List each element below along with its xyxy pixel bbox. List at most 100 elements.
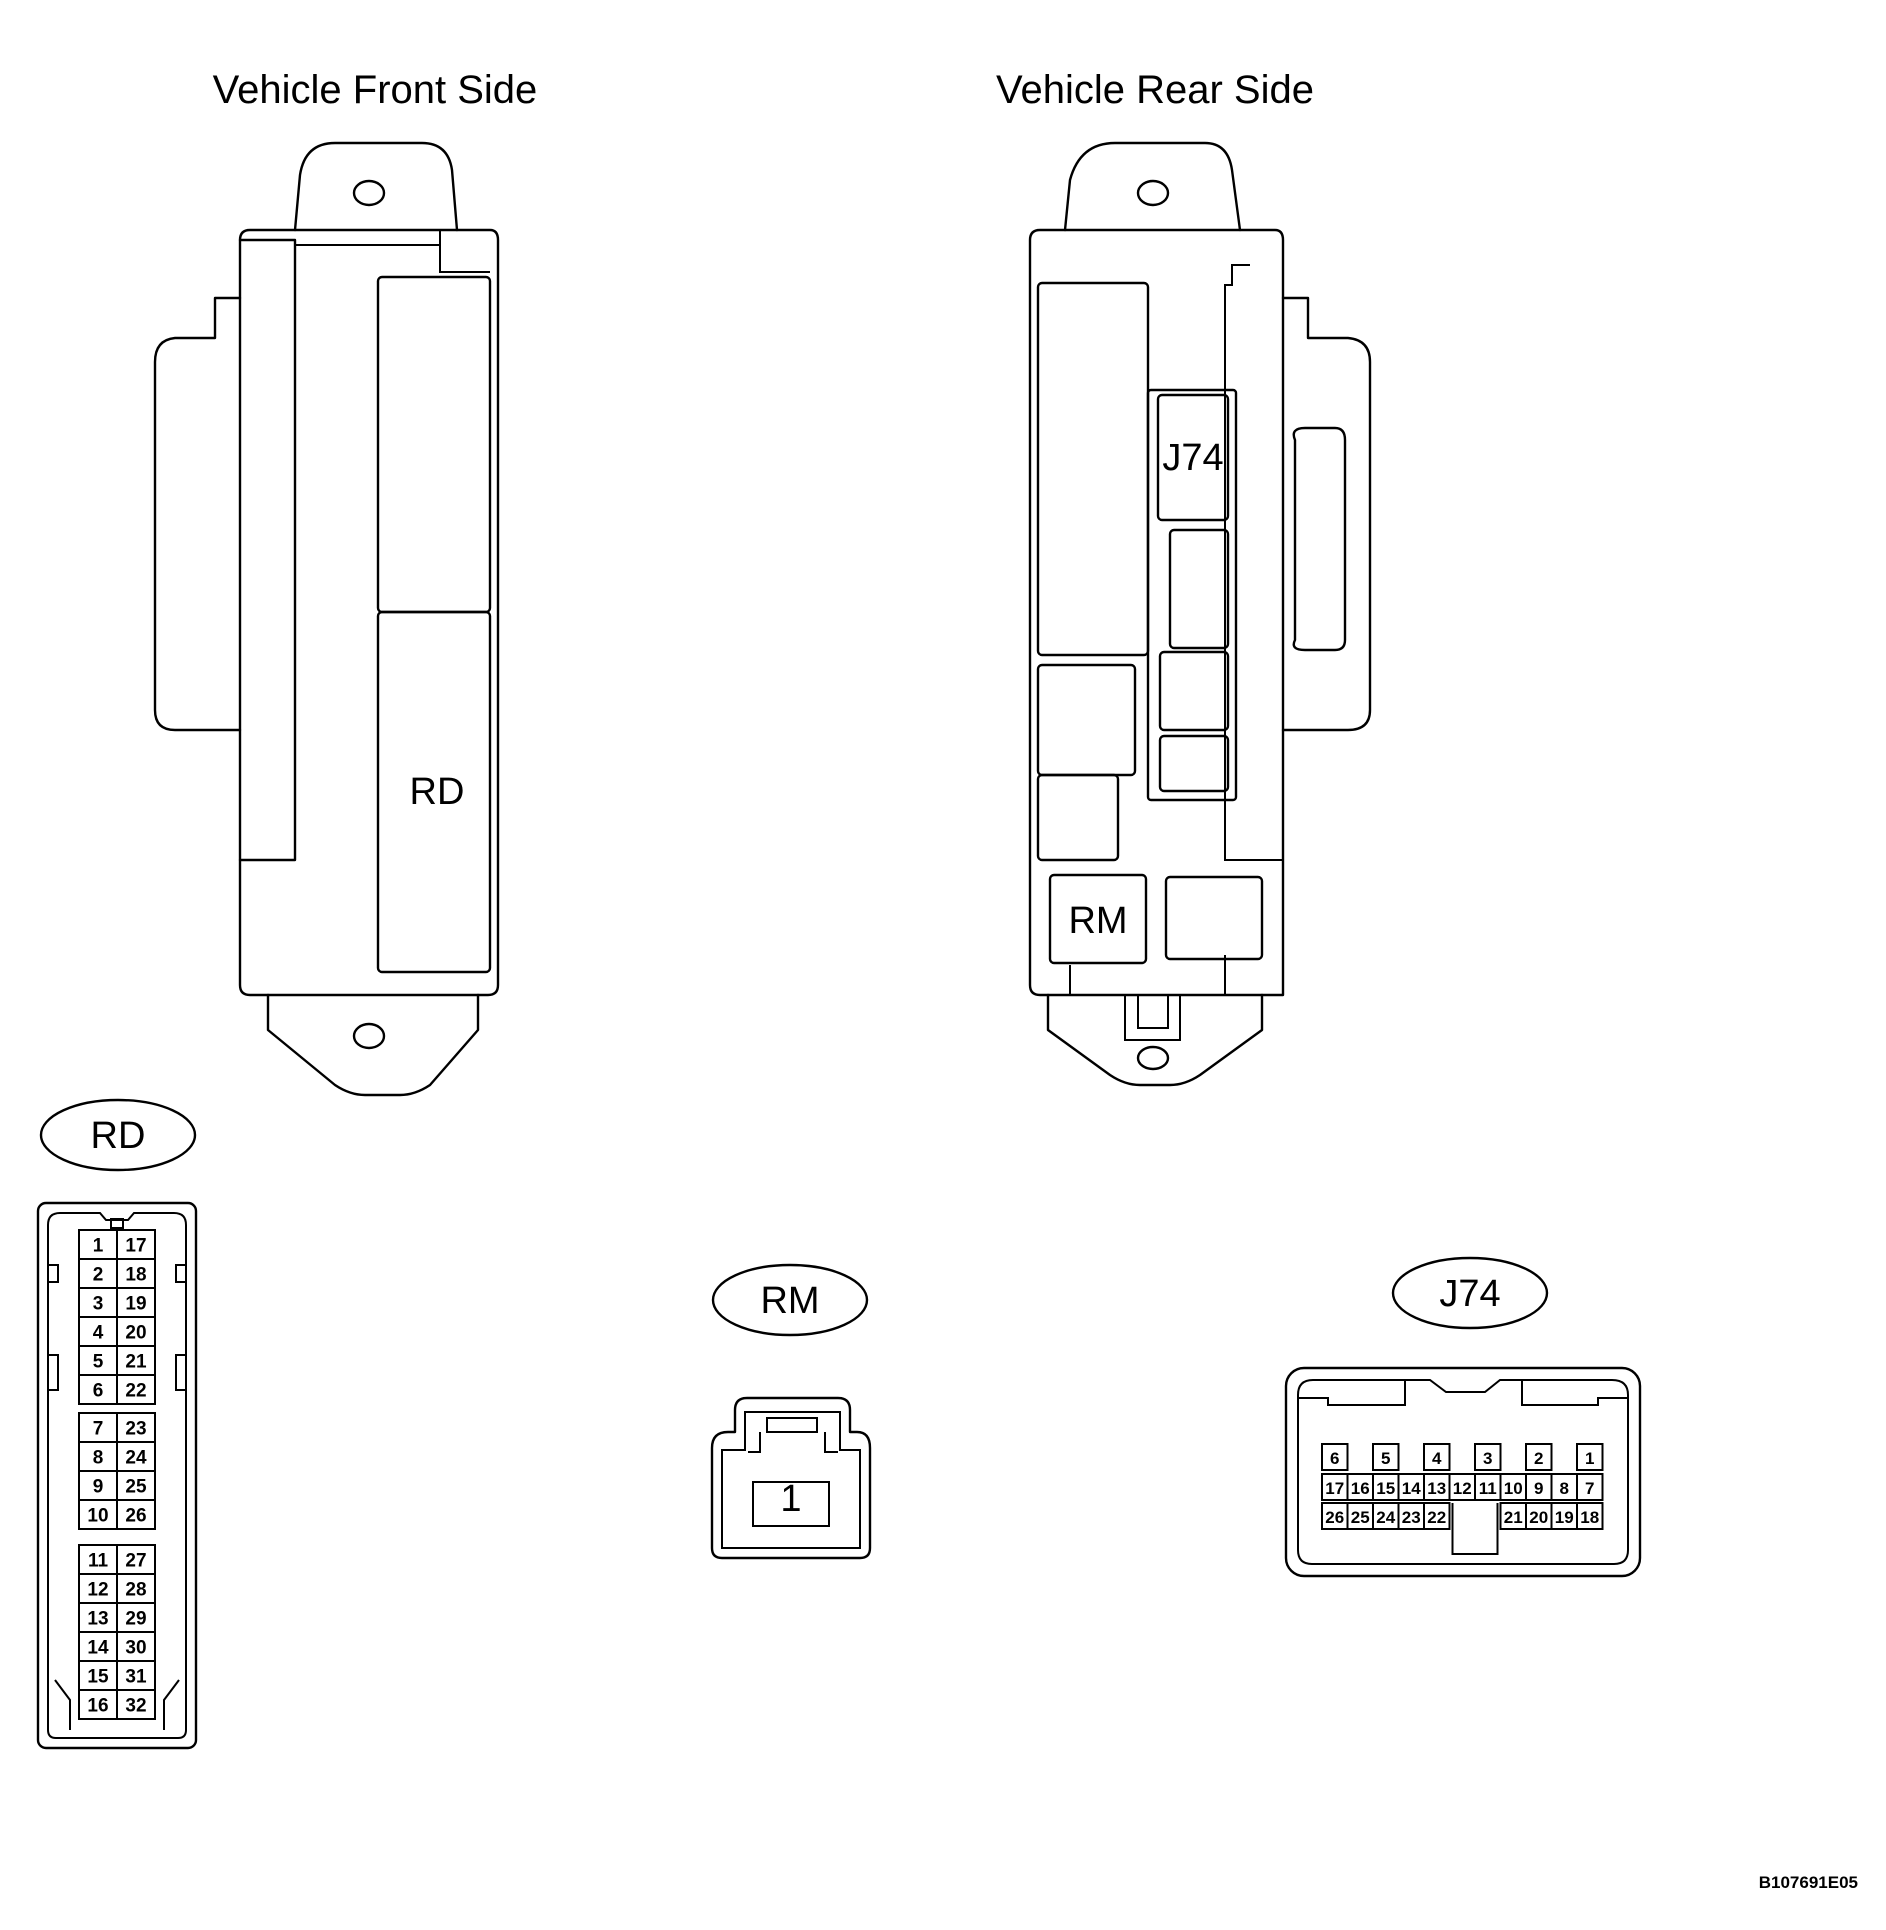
rm-connector-inner [721, 1411, 861, 1549]
rear-relay-1 [1036, 663, 1137, 777]
pin-cavity [1576, 1502, 1604, 1530]
pin-number: 1 [780, 1478, 801, 1520]
pin-number: 28 [125, 1580, 146, 1601]
pin-cavity [1423, 1443, 1451, 1471]
pin-number: 26 [125, 1506, 146, 1527]
pin-number: 24 [125, 1448, 147, 1469]
rm-connector-tag-text: RM [760, 1280, 819, 1322]
pin-number: 5 [93, 1352, 104, 1373]
pin-number: 14 [1402, 1479, 1421, 1498]
pin-number: 21 [125, 1352, 147, 1373]
rm-pin-grid: 1 [752, 1478, 830, 1527]
rd-bottom-guides [54, 1679, 180, 1730]
pin-number: 7 [93, 1419, 104, 1440]
pin-cavity [116, 1374, 156, 1405]
front-rd-label: RD [410, 771, 465, 813]
pin-number: 15 [87, 1667, 109, 1688]
rear-rm-block [1048, 873, 1148, 965]
pin-number: 22 [1427, 1508, 1446, 1527]
pin-number: 4 [1432, 1449, 1442, 1468]
pin-number: 6 [1330, 1449, 1339, 1468]
rd-side-keys [48, 1264, 186, 1283]
pin-number: 3 [1483, 1449, 1492, 1468]
front-top-step [439, 230, 490, 273]
pin-number: 7 [1585, 1479, 1594, 1498]
rear-j74-frame [1146, 388, 1238, 802]
front-left-rail [238, 238, 297, 862]
pin-cavity [752, 1481, 830, 1527]
j74-connector-tag-text: J74 [1439, 1273, 1500, 1315]
rd-side-keys-2 [48, 1354, 186, 1391]
pin-cavity [1525, 1443, 1553, 1471]
pin-number: 19 [125, 1294, 146, 1315]
pin-number: 32 [125, 1696, 146, 1717]
pin-number: 12 [87, 1580, 108, 1601]
pin-cavity [1321, 1443, 1349, 1471]
figure-code: B107691E05 [1759, 1873, 1858, 1892]
j74-connector-housing [1284, 1366, 1642, 1578]
rear-top-tab [1063, 141, 1242, 232]
rear-j74-block [1156, 393, 1230, 522]
rear-bottom-mount-hole [1136, 1045, 1170, 1071]
rd-connector-inner [47, 1212, 187, 1739]
pin-number: 17 [1325, 1479, 1344, 1498]
pin-number: 15 [1376, 1479, 1395, 1498]
pin-number: 20 [125, 1323, 146, 1344]
front-rd-block [376, 610, 492, 974]
pin-cavity [1372, 1443, 1400, 1471]
rear-j74-label: J74 [1162, 437, 1223, 479]
pin-number: 31 [125, 1667, 147, 1688]
front-bottom-mount-hole [352, 1022, 386, 1050]
rear-fuse-1 [1168, 528, 1230, 650]
pin-number: 18 [125, 1265, 146, 1286]
rm-connector-face: 1 [710, 1396, 872, 1560]
front-top-tab [293, 141, 459, 232]
pin-number: 11 [88, 1551, 109, 1572]
rear-side-window [1292, 426, 1347, 652]
pin-number: 4 [93, 1323, 104, 1344]
j74-connector-tag [1391, 1256, 1549, 1330]
pin-number: 2 [93, 1265, 104, 1286]
front-side-title: Vehicle Front Side [213, 68, 538, 112]
pin-cavity [116, 1689, 156, 1720]
rear-fuse-3 [1158, 734, 1230, 793]
rear-relay-2 [1036, 773, 1120, 862]
rd-connector-tag-text: RD [91, 1115, 146, 1157]
pin-number: 27 [125, 1551, 146, 1572]
pin-number: 23 [125, 1419, 146, 1440]
rear-right-rail [1224, 264, 1283, 861]
rear-junction-block: J74 RM [1028, 141, 1372, 1087]
pin-number: 19 [1555, 1508, 1574, 1527]
rm-latch [766, 1417, 818, 1433]
pin-number: 9 [1534, 1479, 1543, 1498]
front-top-mount-hole [352, 179, 386, 207]
rd-latch [110, 1218, 124, 1229]
pin-number: 21 [1504, 1508, 1523, 1527]
pin-number: 16 [1351, 1479, 1370, 1498]
pin-number: 5 [1381, 1449, 1390, 1468]
rm-latch-guides [748, 1432, 838, 1453]
rear-bottom-tab [1046, 993, 1264, 1087]
pin-number: 18 [1580, 1508, 1599, 1527]
rear-fuse-2 [1158, 650, 1230, 732]
pin-number: 12 [1453, 1479, 1472, 1498]
front-upper-fuse-block [376, 275, 492, 614]
rear-top-mount-hole [1136, 179, 1170, 207]
rear-relay-3 [1164, 875, 1264, 961]
pin-number: 26 [1325, 1508, 1344, 1527]
rear-large-relay [1036, 281, 1150, 657]
rm-connector-tag [711, 1263, 869, 1337]
j74-latch [1405, 1379, 1522, 1393]
pin-number: 9 [93, 1477, 104, 1498]
front-main-body [238, 228, 500, 997]
rd-connector-tag [39, 1098, 197, 1172]
pin-cavity [1576, 1443, 1604, 1471]
pin-number: 25 [1351, 1508, 1370, 1527]
pin-number: 20 [1529, 1508, 1548, 1527]
rear-bottom-slot-inner [1137, 995, 1169, 1029]
j74-key-notch [1451, 1503, 1499, 1555]
